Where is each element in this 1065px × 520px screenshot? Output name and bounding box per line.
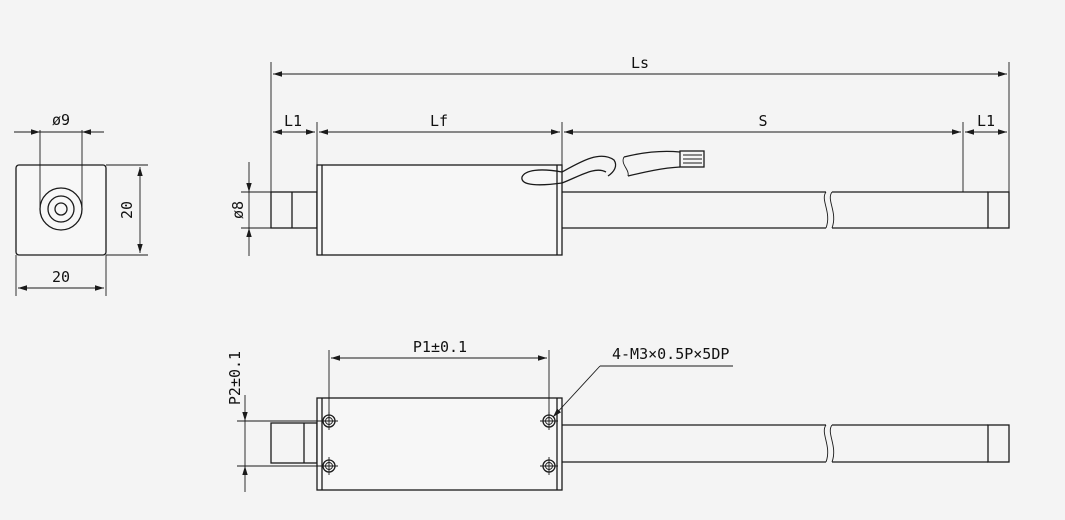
actuator-body: [316, 164, 563, 256]
left-rod-tip: [270, 191, 318, 229]
end-width-label: 20: [52, 268, 70, 286]
top-view: P1±0.1 P2±0.1 4-M3×0.5P×5DP: [226, 338, 1010, 492]
ls-label: Ls: [631, 54, 649, 72]
end-view-inner-circle: [54, 202, 68, 216]
s-label: S: [758, 112, 767, 130]
end-dia-label: ø9: [52, 111, 70, 129]
end-view-mid-circle: [47, 195, 75, 223]
end-view-body: [15, 164, 107, 256]
l1-right-label: L1: [977, 112, 995, 130]
top-left-rod-tip: [270, 422, 318, 464]
end-view: ø9 20 20: [14, 111, 148, 296]
l1-left-label: L1: [284, 112, 302, 130]
top-actuator-body: [316, 397, 563, 491]
top-right-rod-tip: [987, 424, 1010, 463]
cable: [521, 150, 705, 186]
hole-callout: 4-M3×0.5P×5DP: [612, 345, 729, 363]
p1-label: P1±0.1: [413, 338, 467, 356]
lf-label: Lf: [430, 112, 448, 130]
side-view: Ls L1 Lf S L1 ø8: [229, 54, 1010, 256]
rod-dia-label: ø8: [229, 201, 247, 219]
p2-label: P2±0.1: [226, 351, 244, 405]
end-height-label: 20: [118, 201, 136, 219]
cable-end: [679, 150, 705, 168]
right-rod-tip: [987, 191, 1010, 229]
